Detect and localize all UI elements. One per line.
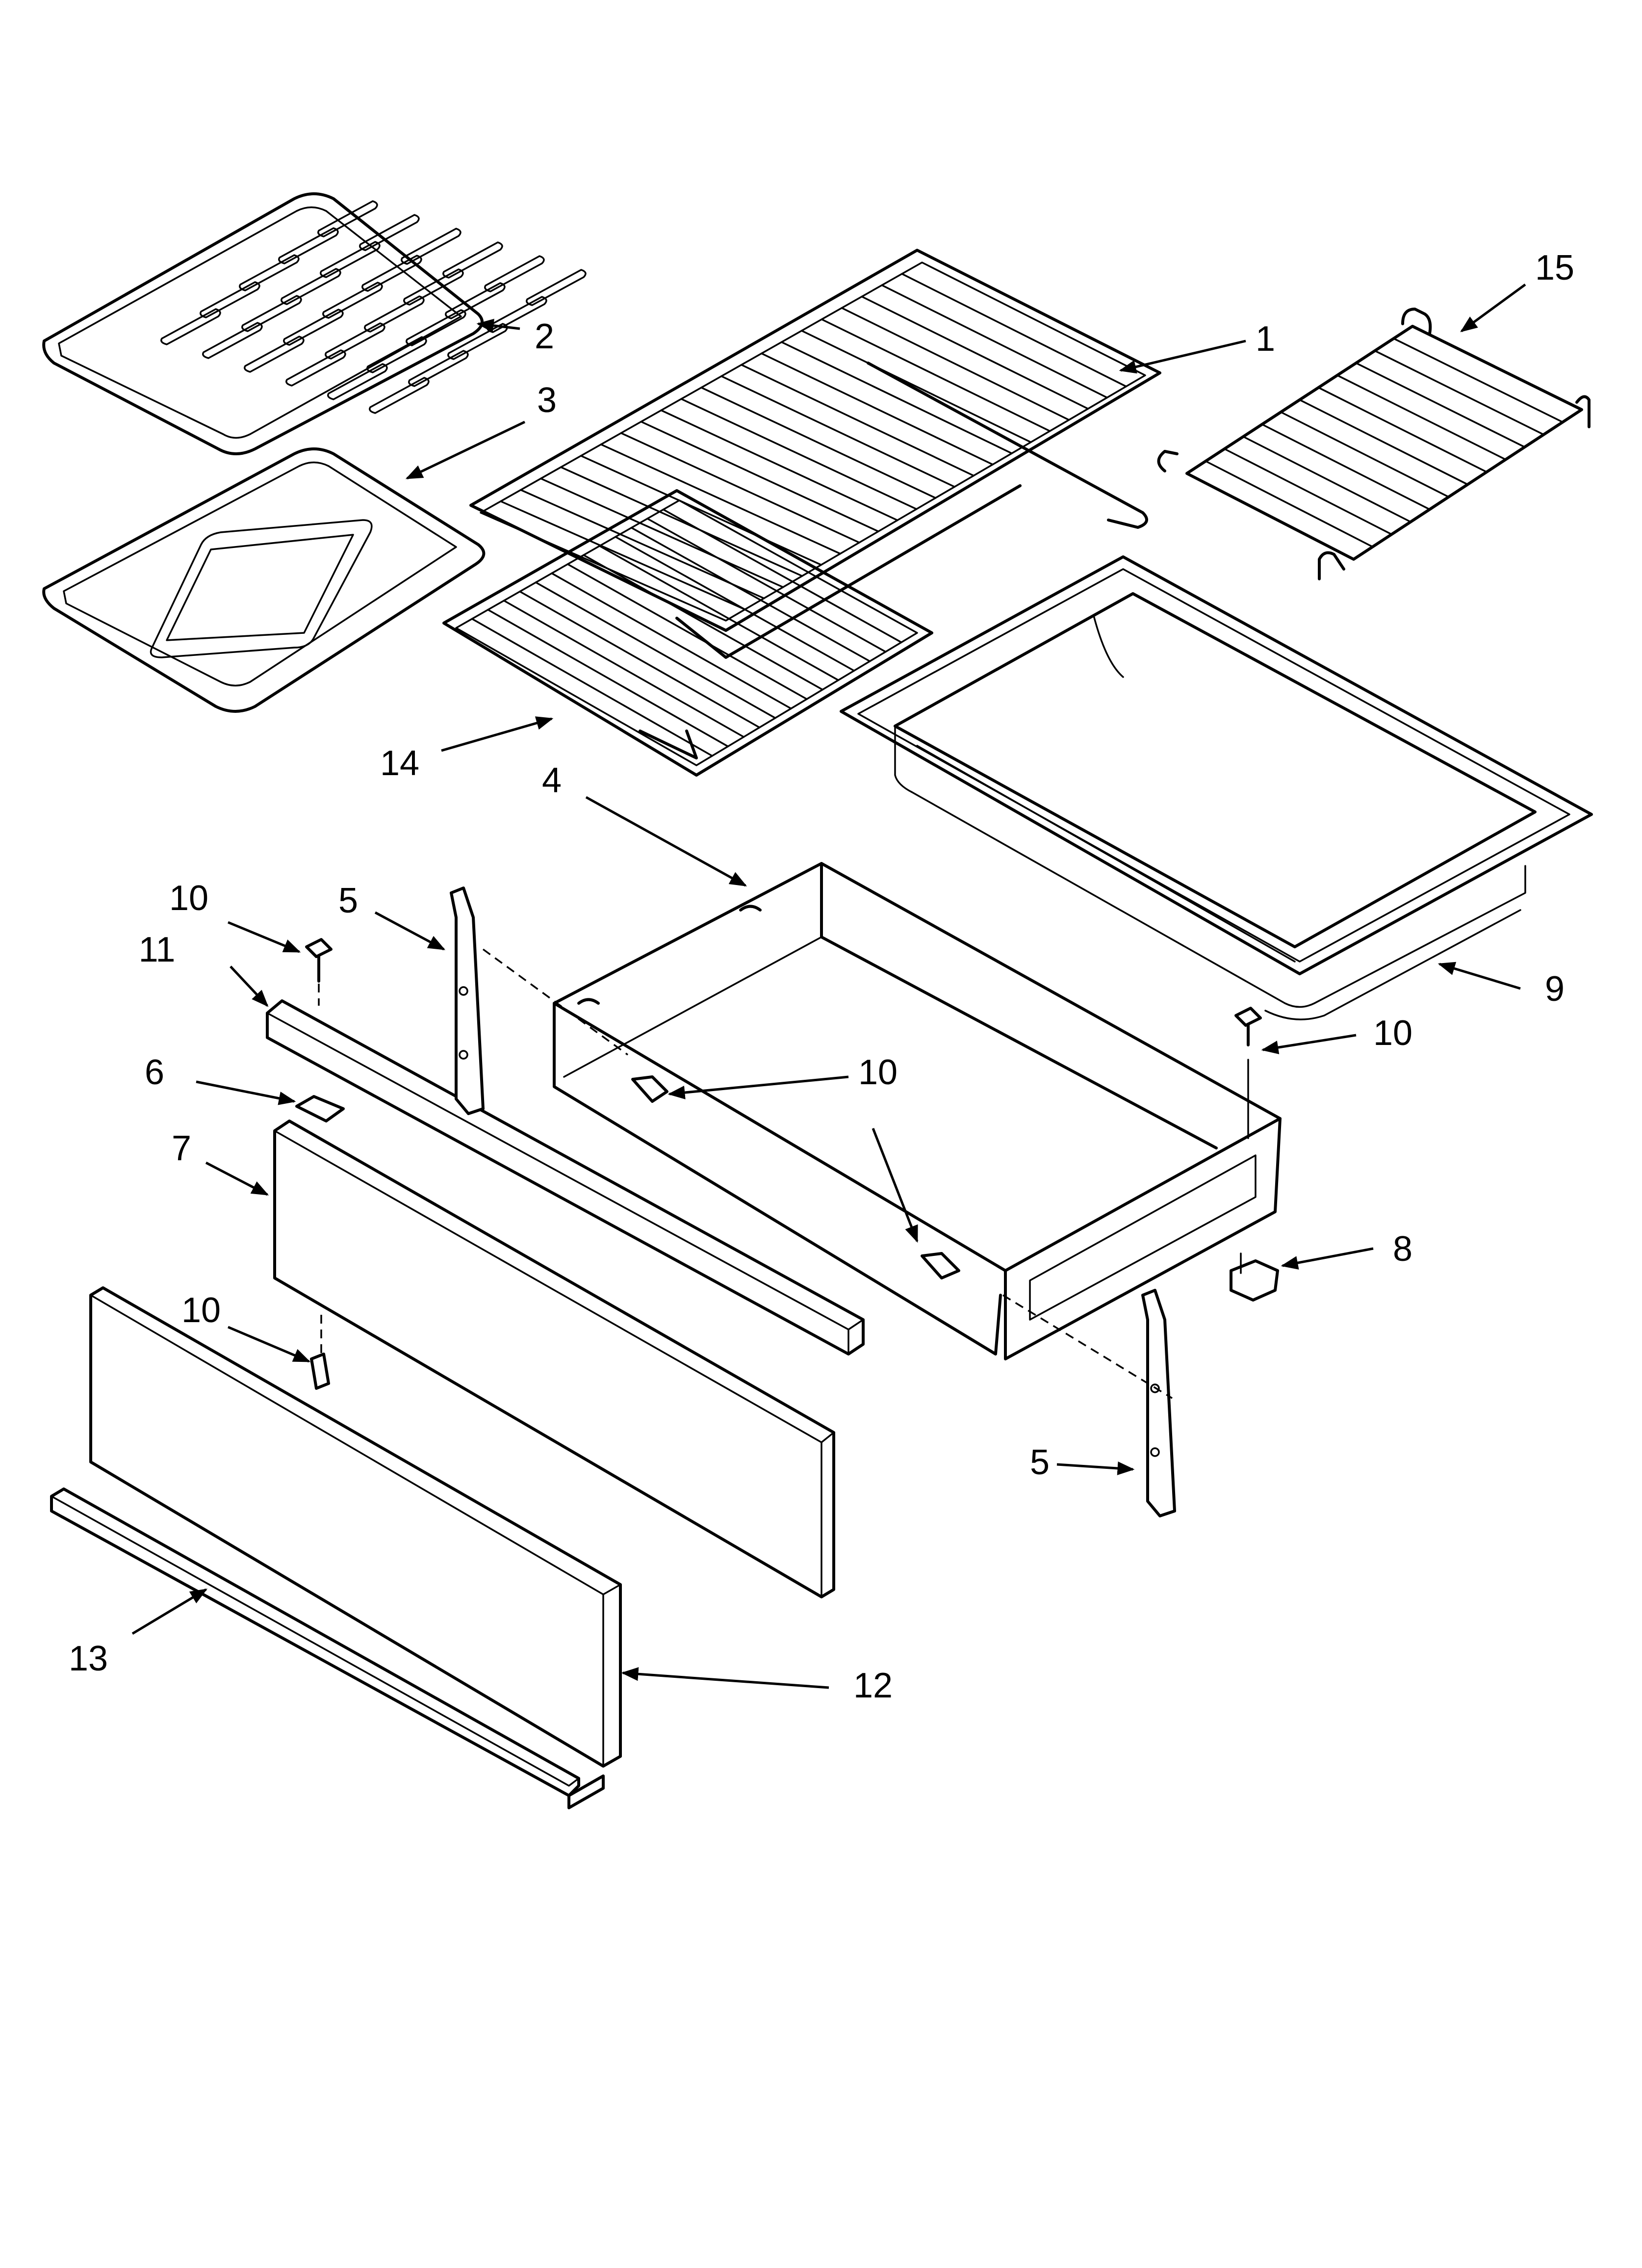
drawer-panel <box>273 1120 835 1598</box>
rack-wire <box>1205 460 1374 548</box>
rack-wire <box>646 518 887 653</box>
rack-wire <box>640 420 879 532</box>
rack-wire <box>680 398 918 510</box>
rack-wire <box>1392 338 1564 423</box>
drawer-slide-left <box>450 886 485 1115</box>
screw-b <box>631 1075 668 1103</box>
rack-wire <box>503 600 745 738</box>
callout-13: 13 <box>69 1639 108 1678</box>
callout-2: 2 <box>535 317 554 356</box>
rack-wire <box>583 554 823 691</box>
callout-10-d: 10 <box>181 1291 221 1330</box>
callout-10-b: 10 <box>858 1053 898 1092</box>
grid-slot <box>359 214 420 251</box>
rack-wire <box>660 409 898 521</box>
callout-7: 7 <box>172 1129 191 1168</box>
callout-5-b: 5 <box>1030 1443 1050 1482</box>
oven-rack <box>469 249 1161 659</box>
callout-15: 15 <box>1535 248 1574 287</box>
callout-6: 6 <box>145 1053 164 1092</box>
rack-wire <box>1317 387 1488 473</box>
rack-wire <box>600 443 841 555</box>
rack-wire <box>821 318 1051 432</box>
drawer-liner <box>840 555 1593 1020</box>
rack-wire <box>760 352 994 466</box>
callout-9: 9 <box>1545 969 1565 1009</box>
broiler-grid <box>42 192 587 455</box>
rack-wire <box>535 581 776 719</box>
rack-wire <box>1223 448 1393 535</box>
rack-wire <box>800 330 1032 443</box>
screw-c <box>1234 1007 1262 1139</box>
callout-4: 4 <box>542 761 562 800</box>
rack-wire <box>519 590 761 729</box>
drawer-body <box>553 862 1282 1360</box>
rack-wire <box>539 477 784 588</box>
rack-wire <box>598 545 840 681</box>
drawer-slide-right <box>1141 1289 1176 1517</box>
rack-wire <box>741 364 975 477</box>
screw-a <box>305 938 333 1006</box>
rack-wire <box>881 284 1108 399</box>
rack-wire <box>1242 436 1411 523</box>
rack-wire <box>1280 411 1450 498</box>
callout-8: 8 <box>1393 1229 1412 1269</box>
grid-slot <box>401 228 462 265</box>
callout-labels: 1 2 3 14 15 4 9 10 5 11 6 7 10 10 8 10 5… <box>69 248 1574 1705</box>
broiler-pan <box>42 447 486 713</box>
rack-wire <box>566 563 808 700</box>
rack-wire <box>780 341 1013 454</box>
rack-wire <box>471 618 713 757</box>
rack-wire <box>1355 362 1526 448</box>
rack-wire <box>500 500 746 611</box>
rack-wire <box>861 295 1089 410</box>
rack-wire <box>662 508 902 644</box>
callout-11: 11 <box>139 930 176 969</box>
drawer-front-panel <box>89 1286 622 1768</box>
grid-slot <box>317 200 378 237</box>
callout-12: 12 <box>853 1666 893 1705</box>
screw-d <box>921 1252 960 1279</box>
rack-wire <box>1336 374 1507 461</box>
rack-wire <box>615 536 855 672</box>
rack-wire <box>630 526 871 662</box>
rack-wire <box>580 455 822 566</box>
grid-slot <box>484 255 545 292</box>
callout-5-a: 5 <box>338 881 358 920</box>
screw-e <box>310 1315 330 1390</box>
rack-wire <box>841 307 1070 421</box>
rack-wire <box>901 273 1127 388</box>
drawer-rail <box>266 999 865 1356</box>
oven-rack-lower <box>442 489 933 777</box>
bottom-trim <box>50 1487 605 1809</box>
rack-wire <box>1374 350 1545 436</box>
grid-slot <box>526 269 587 306</box>
rack-wire <box>720 375 956 488</box>
rack-wire <box>700 387 937 499</box>
rack-wire <box>487 609 729 748</box>
half-rack <box>1157 308 1591 580</box>
callout-3: 3 <box>537 381 557 420</box>
rack-wire <box>1299 399 1469 486</box>
grid-slot <box>442 241 503 279</box>
rack-wire <box>1261 423 1431 511</box>
callout-1: 1 <box>1256 319 1275 359</box>
callout-10-a: 10 <box>169 879 208 918</box>
callout-14: 14 <box>380 744 419 783</box>
clip <box>295 1095 345 1122</box>
bracket <box>1230 1252 1279 1302</box>
callout-10-c: 10 <box>1373 1014 1412 1053</box>
rack-wire <box>560 466 803 577</box>
rack-wire <box>551 572 792 710</box>
rack-wire <box>620 432 860 544</box>
leader-arrows <box>131 283 1526 1689</box>
